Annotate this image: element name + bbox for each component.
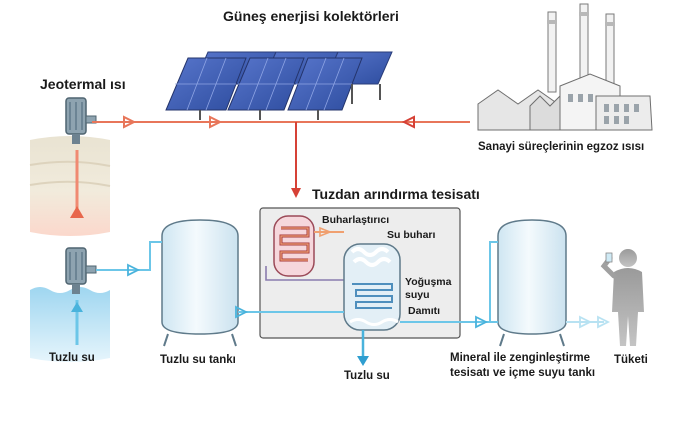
solar-panels-icon — [165, 51, 393, 120]
mineral-tank-label-1: Mineral ile zenginleştirme — [450, 352, 590, 364]
evaporator-to-condenser-pipe — [265, 226, 348, 281]
distillate-label: Damıtı — [408, 305, 441, 317]
saltwater-upflow-arrow — [71, 300, 83, 345]
saltwater-pump-icon — [65, 247, 97, 294]
consumption-label: Tüketi — [614, 354, 648, 366]
brine-outlet-label: Tuzlu su — [344, 370, 390, 382]
heat-pipes — [92, 115, 470, 198]
evaporator-label: Buharlaştırıcı — [322, 214, 390, 226]
evaporator-icon — [273, 215, 315, 277]
condensation-water-label-2: suyu — [405, 289, 430, 301]
drinking-water-tank-icon — [497, 219, 567, 347]
saltwater-tank-icon — [161, 219, 239, 347]
saltwater-source-label: Tuzlu su — [49, 352, 95, 364]
water-pipes — [96, 241, 611, 366]
industrial-exhaust-label: Sanayi süreçlerinin egzoz ısısı — [478, 141, 645, 153]
geothermal-ground — [29, 136, 111, 236]
brine-outflow-arrow — [357, 356, 369, 366]
geothermal-upflow-arrow — [70, 150, 84, 218]
person-drinking-icon — [600, 249, 644, 346]
heat-arrow-geo — [123, 115, 137, 129]
water-vapor-label: Su buharı — [387, 229, 436, 241]
desalination-plant-label: Tuzdan arındırma tesisatı — [312, 186, 480, 202]
condensation-tank-icon — [343, 243, 401, 331]
sea-water — [30, 287, 110, 362]
condensation-water-label-1: Yoğuşma — [405, 276, 452, 288]
saltwater-tank-label: Tuzlu su tankı — [160, 354, 236, 366]
geothermal-heat-label: Jeotermal ısı — [40, 76, 126, 92]
solar-collectors-label: Güneş enerjisi kolektörleri — [223, 8, 399, 24]
mineral-tank-label-2: tesisatı ve içme suyu tankı — [450, 367, 596, 379]
geothermal-pump-icon — [65, 97, 97, 144]
factory-icon — [477, 3, 653, 131]
